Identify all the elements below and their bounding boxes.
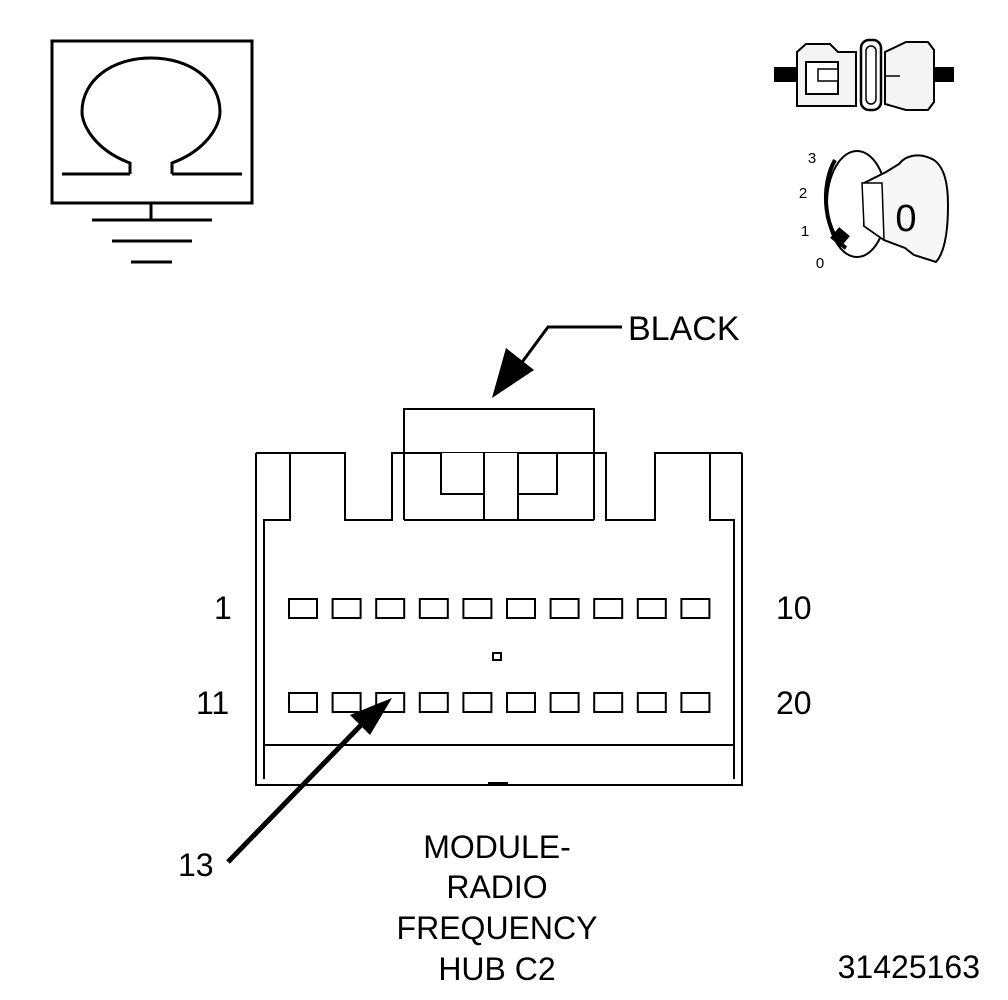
pin-cavity-3 (375, 598, 406, 619)
ignition-key-position-label: 0 (895, 198, 916, 240)
connector-color-callout: BLACK (492, 310, 740, 398)
pin-cavity-12 (331, 692, 362, 713)
connector-color-label: BLACK (628, 310, 740, 348)
pin-cavity-11 (288, 692, 318, 713)
pin-cavity-14 (418, 692, 449, 713)
ignition-position-0-label: 0 (816, 255, 824, 272)
pin-cavity-8 (593, 598, 624, 619)
caption-line-3: FREQUENCY (397, 910, 598, 946)
pin-cavity-15 (462, 692, 493, 713)
callout-pin-label: 13 (178, 847, 214, 883)
pin-cavity-5 (462, 598, 493, 619)
ignition-position-1-label: 1 (801, 223, 809, 240)
pin-cavity-19 (636, 692, 667, 713)
pin-label-20: 20 (776, 685, 812, 721)
caption-line-4: HUB C2 (438, 951, 555, 987)
pin-cavity-4 (418, 598, 449, 619)
pin-cavity-1 (288, 598, 318, 619)
pin-cavity-6 (506, 598, 536, 619)
pin-cavity-9 (636, 598, 667, 619)
connector-caption: MODULE- RADIO FREQUENCY HUB C2 (397, 829, 598, 987)
pin-label-11: 11 (196, 685, 229, 721)
pin-cavity-18 (593, 692, 624, 713)
pin-cavities (288, 598, 711, 713)
ohmmeter-ground-icon (50, 39, 254, 264)
pin-cavity-20 (680, 692, 711, 713)
disconnected-connector-icon (774, 38, 954, 112)
caption-line-2: RADIO (446, 869, 547, 905)
pin-label-10: 10 (776, 590, 812, 626)
caption-line-1: MODULE- (423, 829, 571, 865)
pin-cavity-10 (680, 598, 711, 619)
connector-body (255, 408, 743, 786)
pin-cavity-7 (549, 598, 580, 619)
pin-cavity-2 (331, 598, 362, 619)
pin-cavity-17 (549, 692, 580, 713)
ignition-key-off-icon: 0 3 2 1 0 (799, 150, 950, 272)
ignition-position-2-label: 2 (799, 185, 807, 202)
figure-number: 31425163 (838, 949, 980, 985)
ignition-position-3-label: 3 (808, 150, 816, 167)
pin-13-callout: 13 (178, 698, 392, 883)
pin-cavity-16 (506, 692, 536, 713)
pin-label-1: 1 (214, 590, 232, 626)
